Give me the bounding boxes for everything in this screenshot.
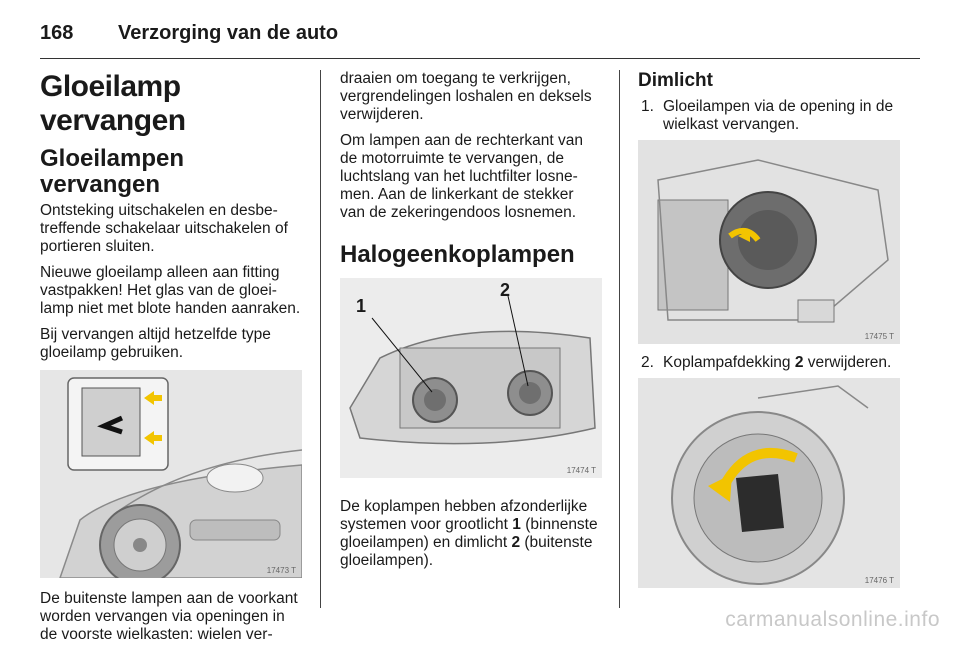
paragraph: Nieuwe gloeilamp alleen aan fitting vast… bbox=[40, 264, 301, 317]
paragraph: Om lampen aan de rechterkant van de moto… bbox=[340, 132, 583, 221]
step-text: verwijderen. bbox=[803, 354, 892, 371]
subsection-heading: Dimlicht bbox=[638, 70, 713, 91]
paragraph: De koplampen hebben afzonderlijke system… bbox=[340, 498, 602, 570]
step-text: Gloeilampen via de opening in de wielkas… bbox=[663, 98, 894, 133]
step-text: Koplampafdekking bbox=[663, 354, 795, 371]
step-number: 2. bbox=[641, 354, 654, 371]
bold-ref: 2 bbox=[511, 534, 521, 551]
figure-cover-removal: 17476 T bbox=[638, 378, 900, 588]
paragraph: Bij vervangen altijd hetzelfde type gloe… bbox=[40, 326, 271, 361]
step-number: 1. bbox=[641, 98, 654, 115]
step-list: 1. Gloeilampen via de opening in de wielk… bbox=[638, 98, 902, 134]
page-number: 168 bbox=[40, 22, 74, 44]
header-rule bbox=[40, 58, 920, 59]
text-run: (buitenste gloeilampen). bbox=[340, 534, 593, 569]
figure-headlamp: 1 2 17474 T bbox=[340, 278, 602, 478]
text-run: (binnenste gloeilampen) en dimlicht bbox=[340, 516, 598, 551]
step-item: 1. Gloeilampen via de opening in de wielk… bbox=[638, 98, 902, 134]
figure-code: 17473 T bbox=[266, 566, 296, 575]
bold-ref: 1 bbox=[512, 516, 521, 533]
column-divider-2 bbox=[619, 70, 620, 608]
step-item: 2. Koplampafdekking 2 verwijderen. bbox=[638, 354, 902, 372]
column-2: draaien om toegang te verkrijgen, vergre… bbox=[340, 70, 602, 578]
paragraph: draaien om toegang te verkrijgen, vergre… bbox=[340, 70, 592, 123]
paragraph: Ontsteking uitschakelen en desbe- treffe… bbox=[40, 202, 288, 255]
column-divider-1 bbox=[320, 70, 321, 608]
figure-lamp-opening: 17475 T bbox=[638, 140, 900, 344]
page-header: 168 Verzorging van de auto bbox=[40, 14, 920, 50]
chapter-title: Verzorging van de auto bbox=[118, 22, 339, 44]
text-run: De koplampen hebben afzonderlijke system… bbox=[340, 498, 588, 533]
wheel-arch-opening-illustration bbox=[638, 140, 900, 344]
paragraph: De buitenste lampen aan de voorkant word… bbox=[40, 590, 298, 643]
figure-code: 17474 T bbox=[566, 466, 596, 475]
watermark: carmanualsonline.info bbox=[725, 608, 940, 631]
column-3: Dimlicht 1. Gloeilampen via de opening in… bbox=[638, 70, 902, 588]
callout-label-2: 2 bbox=[500, 280, 511, 300]
headlamp-illustration bbox=[340, 278, 602, 478]
column-1: Gloeilamp vervangen Gloeilampen vervange… bbox=[40, 70, 302, 652]
step-list: 2. Koplampafdekking 2 verwijderen. bbox=[638, 354, 902, 372]
figure-code: 17475 T bbox=[864, 332, 894, 341]
subsection-heading: Gloeilampen vervangen bbox=[40, 145, 185, 198]
section-heading: Gloeilamp vervangen bbox=[40, 70, 186, 137]
callout-label-1: 1 bbox=[356, 296, 367, 316]
car-wheel-arch-illustration bbox=[40, 370, 302, 578]
figure-code: 17476 T bbox=[864, 576, 894, 585]
bold-ref: 2 bbox=[794, 354, 804, 371]
subsection-heading: Halogeenkoplampen bbox=[340, 241, 575, 268]
headlamp-cover-illustration bbox=[638, 378, 900, 588]
figure-wheel-arch: 17473 T bbox=[40, 370, 302, 578]
